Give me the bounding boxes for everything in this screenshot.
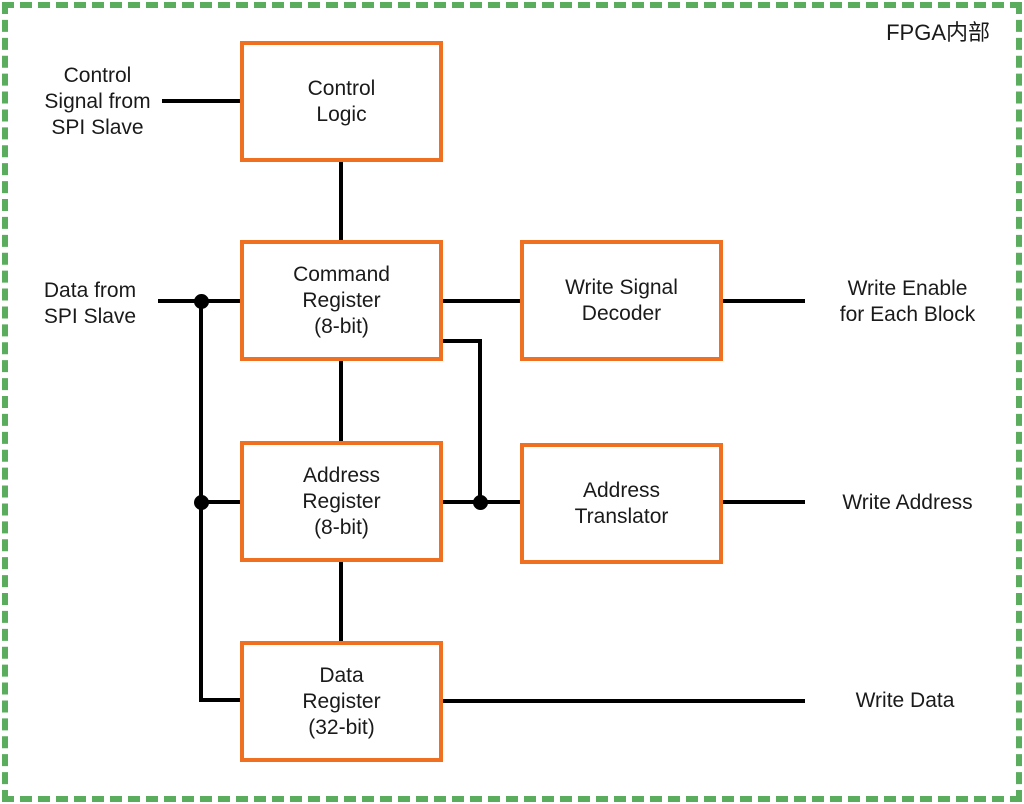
- block-write-signal-decoder: Write Signal Decoder: [520, 240, 723, 361]
- label-write-address: Write Address: [842, 491, 973, 514]
- wire-trunk-to-addressreg: [199, 500, 242, 504]
- wire-trunk-to-datareg: [199, 698, 242, 702]
- wire-addressreg-to-datareg: [339, 562, 343, 641]
- wire-translator-out: [723, 500, 805, 504]
- label-write-data: Write Data: [855, 689, 955, 712]
- wire-commandreg-to-addressreg: [339, 361, 343, 441]
- junction-dot-translator-in: [473, 495, 488, 510]
- block-data-register: Data Register (32-bit): [240, 641, 443, 762]
- junction-dot-trunk-address: [194, 495, 209, 510]
- label-data-from-spi-slave: Data from SPI Slave: [43, 279, 137, 328]
- wire-decoder-out: [723, 299, 805, 303]
- label-write-enable-for-each-block: Write Enable for Each Block: [839, 277, 976, 326]
- junction-dot-data-in: [194, 294, 209, 309]
- wire-commandreg-branch-vertical: [478, 339, 482, 504]
- label-control-signal-from-spi-slave: Control Signal from SPI Slave: [44, 64, 151, 139]
- block-address-translator: Address Translator: [520, 443, 723, 564]
- wire-controllogic-to-commandreg: [339, 162, 343, 240]
- wire-datareg-out: [443, 699, 805, 703]
- block-address-register: Address Register (8-bit): [240, 441, 443, 562]
- block-command-register: Command Register (8-bit): [240, 240, 443, 361]
- wire-commandreg-branch-horizontal: [443, 339, 482, 343]
- block-control-logic: Control Logic: [240, 41, 443, 162]
- wire-control-signal-in: [162, 99, 240, 103]
- wire-commandreg-to-decoder: [443, 299, 520, 303]
- diagram-title: FPGA内部: [886, 20, 990, 45]
